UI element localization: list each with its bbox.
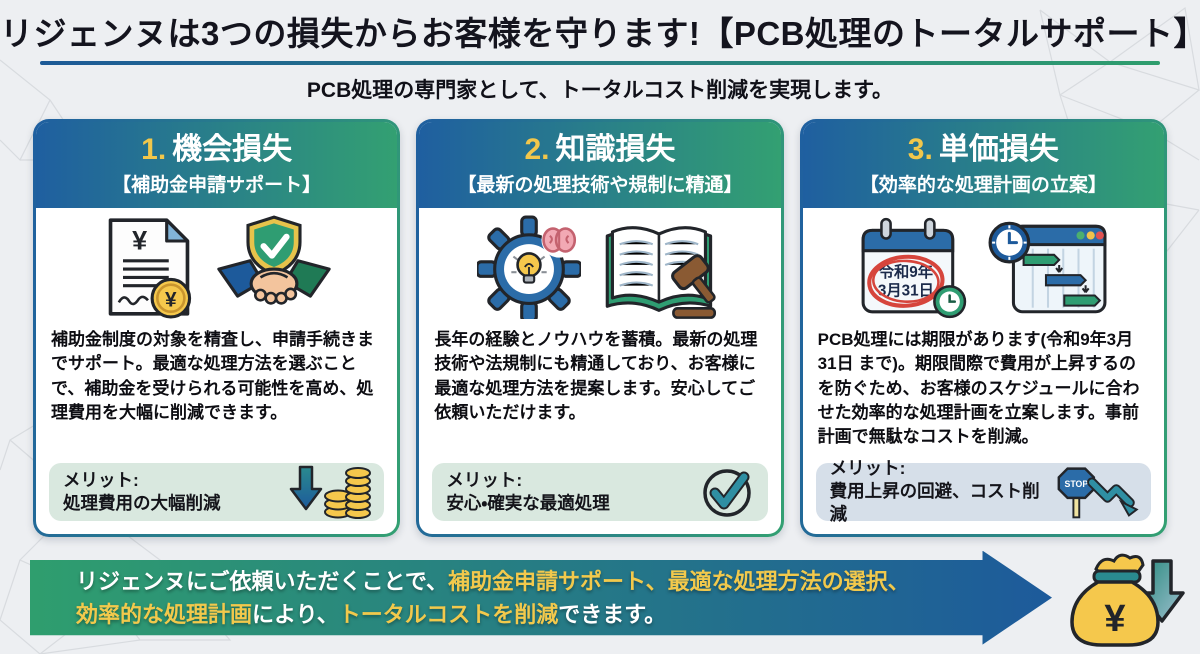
card-inner: 2.知識損失 【最新の処理技術や規制に精通】 [419, 121, 781, 534]
banner-text-highlight: トータルコストを削減 [338, 601, 559, 627]
banner-text-highlight: 効率的な処理計画 [76, 601, 253, 627]
banner-line-2: 効率的な処理計画により、トータルコストを削減できます。 [76, 598, 942, 631]
merit-text: メリット: 費用上昇の回避、コスト削減 [830, 457, 1052, 525]
card-header: 2.知識損失 【最新の処理技術や規制に精通】 [419, 121, 781, 208]
banner-text-white: により、 [252, 601, 339, 627]
card-title: 単価損失 [938, 132, 1059, 166]
yen-contract-icon: ¥ ¥ [108, 217, 191, 319]
law-book-gavel-icon [605, 225, 717, 319]
loss-cards-row: 1.機会損失 【補助金申請サポート】 ¥ [0, 118, 1200, 537]
yen-symbol: ¥ [132, 225, 147, 255]
check-circle-icon [702, 468, 751, 517]
merit-label: メリット: [446, 469, 523, 490]
merit-value: 費用上昇の回避、コスト削減 [829, 481, 1040, 524]
stop-cost-down-icon: STOP [1057, 466, 1139, 518]
banner-line-1: リジェンヌにご依頼いただくことで、補助金申請サポート、最適な処理方法の選択、 [76, 565, 942, 598]
handshake-shield-icon [216, 215, 331, 305]
merit-value: 処理費用の大幅削減 [63, 492, 221, 513]
card-illustrations: 令和9年 3月31日 [803, 208, 1164, 320]
deadline-calendar-icon: 令和9年 3月31日 [861, 217, 967, 318]
card-title: 機会損失 [172, 132, 293, 166]
merit-text: メリット: 処理費用の大幅削減 [63, 469, 221, 515]
card-number: 3. [907, 132, 933, 166]
loss-card-unit-price: 3.単価損失 【効率的な処理計画の立案】 令和9年 3月31日 [799, 118, 1167, 537]
calendar-date-line1: 令和9年 [879, 263, 933, 281]
coin-yen-symbol: ¥ [165, 288, 177, 311]
card-inner: 3.単価損失 【効率的な処理計画の立案】 令和9年 3月31日 [802, 121, 1164, 534]
card-number: 2. [524, 132, 550, 166]
merit-label: メリット: [829, 458, 906, 479]
gear-brain-bulb-icon [476, 215, 581, 319]
conclusion-section: リジェンヌにご依頼いただくことで、補助金申請サポート、最適な処理方法の選択、 効… [0, 550, 1200, 647]
loss-card-knowledge: 2.知識損失 【最新の処理技術や規制に精通】 [416, 118, 784, 537]
page-title: リジェンヌは3つの損失からお客様を守ります!【PCB処理のトータルサポート】 [0, 15, 1200, 52]
gantt-schedule-icon [988, 221, 1107, 313]
banner-text-white: リジェンヌにご依頼いただくことで、 [76, 568, 449, 594]
banner-text-white: できます。 [558, 601, 667, 627]
money-bag-down-arrow-icon: ¥ [1070, 553, 1185, 647]
card-heading: 3.単価損失 [803, 132, 1164, 168]
card-illustrations [419, 208, 780, 320]
card-heading: 2.知識損失 [419, 132, 780, 168]
loss-card-opportunity: 1.機会損失 【補助金申請サポート】 ¥ [33, 118, 401, 537]
card-header: 3.単価損失 【効率的な処理計画の立案】 [802, 121, 1164, 208]
card-tagline: 【補助金申請サポート】 [112, 174, 322, 196]
card-title: 知識損失 [555, 132, 676, 166]
card-description: 補助金制度の対象を精査し、申請手続きまでサポート。最適な処理方法を選ぶことで、補… [51, 329, 374, 422]
page-subtitle: PCB処理の専門家として、トータルコスト削減を実現します。 [306, 78, 894, 102]
card-inner: 1.機会損失 【補助金申請サポート】 ¥ [36, 121, 398, 534]
cost-down-coins-icon [290, 465, 372, 519]
bag-yen-symbol: ¥ [1104, 598, 1125, 640]
banner-text-highlight: 補助金申請サポート、最適な処理方法の選択、 [448, 568, 910, 594]
stop-label: STOP [1065, 479, 1089, 489]
conclusion-arrow-banner: リジェンヌにご依頼いただくことで、補助金申請サポート、最適な処理方法の選択、 効… [30, 550, 1052, 645]
card-description: PCB処理には期限があります(令和9年3月31日 まで)。期限間際で費用が上昇す… [817, 329, 1140, 447]
card-number: 1. [141, 132, 167, 166]
card-tagline: 【最新の処理技術や規制に精通】 [457, 174, 743, 196]
card-tagline: 【効率的な処理計画の立案】 [859, 174, 1107, 196]
card-header: 1.機会損失 【補助金申請サポート】 [36, 121, 398, 208]
card-description: 長年の経験とノウハウを蓄積。最新の処理技術や法規制にも精通しており、お客様に最適… [434, 329, 758, 422]
merit-text: メリット: 安心・確実な最適処理 [446, 469, 609, 515]
merit-box: メリット: 処理費用の大幅削減 [49, 462, 385, 521]
merit-label: メリット: [63, 469, 139, 490]
calendar-date-line2: 3月31日 [878, 282, 934, 299]
merit-box: メリット: 費用上昇の回避、コスト削減 STOP [815, 458, 1151, 524]
merit-box: メリット: 安心・確実な最適処理 [432, 462, 768, 521]
card-heading: 1.機会損失 [36, 132, 397, 168]
title-divider [40, 60, 1160, 65]
card-illustrations: ¥ ¥ [36, 208, 397, 320]
merit-value: 安心・確実な最適処理 [446, 492, 610, 513]
